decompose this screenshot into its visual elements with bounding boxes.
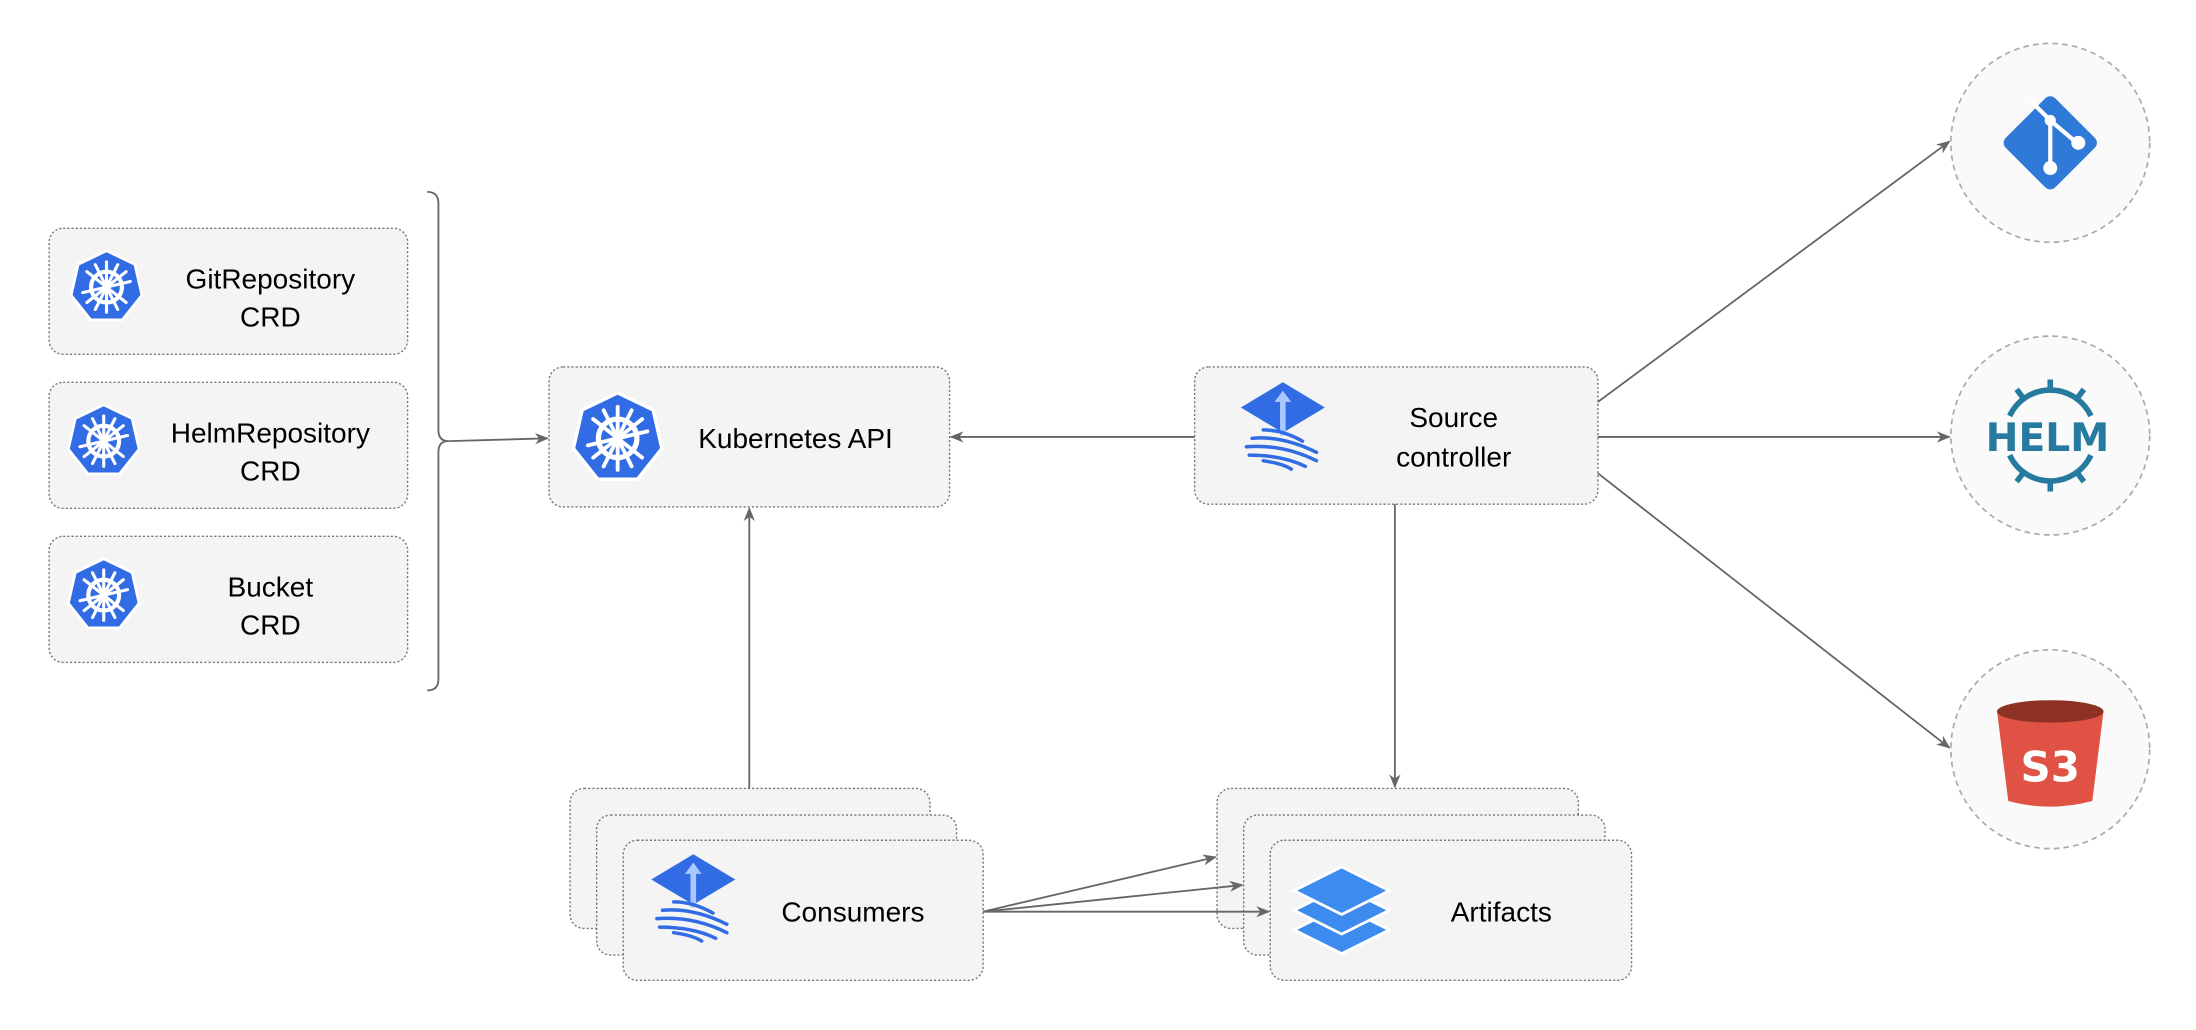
helm-source[interactable]: HELM [1950, 335, 2151, 536]
bracket [427, 190, 449, 692]
s3-source[interactable]: S3 [1950, 648, 2151, 850]
artifacts-node[interactable]: Artifacts [1216, 787, 1633, 981]
edges [448, 140, 1951, 918]
s3-label: S3 [2021, 742, 2080, 791]
edge-controller-to-git [1597, 140, 1951, 403]
edge-consumers-to-artifacts [982, 854, 1217, 913]
source-controller-label: controller [1396, 441, 1511, 472]
consumers-node[interactable]: Consumers [569, 787, 984, 981]
edge-controller-to-s3 [1597, 472, 1951, 749]
source-controller-node[interactable]: Source controller [1193, 366, 1599, 505]
crd-helm-repository[interactable]: HelmRepository CRD [48, 381, 409, 510]
consumers-label: Consumers [781, 896, 924, 927]
edge-crds-to-api [448, 433, 550, 445]
crd-label: Bucket [228, 572, 314, 603]
s3-bucket-icon [1997, 700, 2104, 807]
edge-consumers-to-artifacts [983, 880, 1244, 913]
helm-label: HELM [1986, 416, 2110, 461]
kubernetes-api-node[interactable]: Kubernetes API [548, 366, 951, 508]
kubernetes-api-label: Kubernetes API [698, 423, 893, 454]
git-source[interactable] [1950, 42, 2151, 244]
git-icon [2003, 96, 2097, 190]
crd-bucket[interactable]: Bucket CRD [48, 535, 409, 664]
crd-label: CRD [240, 609, 301, 640]
crd-git-repository[interactable]: GitRepository CRD [48, 227, 409, 356]
crd-label: GitRepository [186, 263, 356, 294]
crd-label: CRD [240, 455, 301, 486]
helm-icon [2007, 379, 2094, 492]
crd-label: CRD [240, 301, 301, 332]
crd-label: HelmRepository [171, 418, 370, 449]
artifacts-label: Artifacts [1451, 896, 1552, 927]
source-controller-label: Source [1409, 402, 1498, 433]
